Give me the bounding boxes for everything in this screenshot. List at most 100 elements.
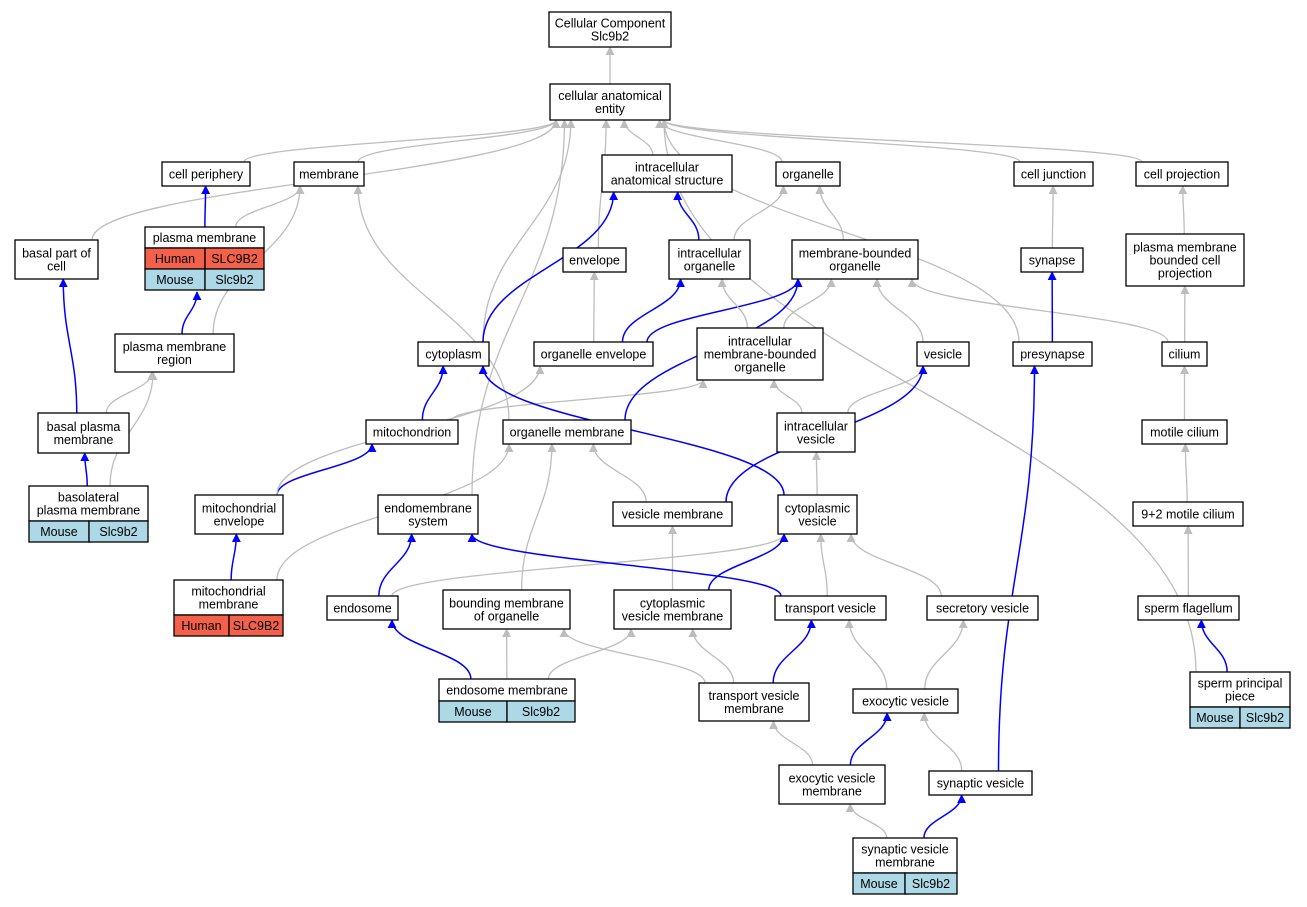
term-node-synapse[interactable]: synapse — [1020, 247, 1084, 273]
is-a-edge — [520, 443, 557, 591]
node-label-line: vesicle — [797, 433, 835, 447]
gene-label: Slc9b2 — [215, 273, 253, 287]
term-node-synaptic-vesicle[interactable]: synaptic vesicle — [928, 770, 1033, 796]
node-box — [549, 83, 671, 121]
term-node-membrane[interactable]: membrane — [293, 161, 365, 187]
species-label: Mouse — [860, 877, 898, 891]
term-node-sperm-flagellum[interactable]: sperm flagellum — [1137, 595, 1240, 621]
node-label-line: presynapse — [1020, 348, 1085, 362]
gene-cell — [204, 268, 265, 291]
term-node-secretory-vesicle[interactable]: secretory vesicle — [926, 595, 1039, 621]
term-node-presynapse[interactable]: presynapse — [1012, 341, 1093, 367]
node-box — [778, 764, 886, 805]
node-label-line: Slc9b2 — [591, 30, 629, 44]
part-of-edge — [181, 291, 202, 335]
is-a-edge — [924, 619, 968, 690]
node-box — [1020, 247, 1084, 273]
node-label-line: envelope — [214, 515, 265, 529]
term-node-vesicle[interactable]: vesicle — [916, 341, 970, 367]
is-a-edge — [1048, 185, 1058, 249]
node-label-line: sperm principal — [1198, 677, 1283, 691]
term-node-cell-projection[interactable]: cell projection — [1135, 161, 1229, 187]
term-node-transport-vesicle[interactable]: transport vesicle — [774, 595, 887, 621]
node-label-line: cytoplasmic — [785, 502, 850, 516]
node-box — [926, 595, 1039, 621]
node-box — [194, 494, 284, 535]
term-node-vesicle-membrane[interactable]: vesicle membrane — [612, 501, 733, 527]
node-label-line: cytoplasm — [425, 348, 481, 362]
is-a-edge — [815, 185, 844, 241]
is-a-edge — [659, 119, 1021, 163]
species-label: Human — [181, 619, 221, 633]
edges-layer — [58, 46, 1228, 839]
node-label-line: cell — [47, 260, 66, 274]
term-node-cell-periphery[interactable]: cell periphery — [161, 161, 251, 187]
node-label-line: vesicle membrane — [622, 508, 723, 522]
term-node-cilium[interactable]: cilium — [1161, 341, 1208, 367]
node-box — [1141, 419, 1228, 445]
is-a-edge — [816, 533, 828, 597]
node-label-line: membrane — [875, 856, 935, 870]
node-label-line: organelle — [782, 168, 833, 182]
term-node-org-membrane[interactable]: organelle membrane — [502, 419, 632, 445]
term-node-envelope[interactable]: envelope — [562, 247, 627, 273]
term-node-organelle[interactable]: organelle — [775, 161, 841, 187]
term-node-nine-two[interactable]: 9+2 motile cilium — [1132, 501, 1244, 527]
node-box — [562, 247, 627, 273]
gene-label: Slc9b2 — [522, 705, 560, 719]
node-box — [1012, 341, 1093, 367]
term-node-endosome[interactable]: endosome — [326, 595, 399, 621]
node-box — [1132, 501, 1244, 527]
is-a-edge — [357, 119, 561, 163]
part-of-edge — [482, 191, 619, 343]
is-a-edge — [919, 712, 963, 772]
node-box — [613, 589, 732, 630]
term-node-mitochondrion[interactable]: mitochondrion — [365, 419, 459, 445]
node-label-line: mitochondrial — [202, 502, 276, 516]
node-label-line: of organelle — [474, 610, 539, 624]
node-box — [502, 419, 632, 445]
term-node-cytoplasm[interactable]: cytoplasm — [417, 341, 490, 367]
term-node-exocytic-vesicle[interactable]: exocytic vesicle — [852, 688, 959, 714]
term-node-cell-junction[interactable]: cell junction — [1013, 161, 1094, 187]
is-a-edge — [769, 720, 814, 766]
species-label: Mouse — [454, 705, 492, 719]
is-a-edge — [1178, 185, 1188, 235]
node-label-line: cellular anatomical — [558, 89, 662, 103]
node-box — [852, 837, 958, 874]
part-of-edge — [387, 619, 472, 680]
node-label-line: membrane — [299, 168, 359, 182]
node-box — [326, 595, 399, 621]
node-label-line: membrane — [54, 433, 114, 447]
node-label-line: exocytic vesicle — [789, 772, 876, 786]
term-node-org-envelope[interactable]: organelle envelope — [533, 341, 654, 367]
term-node-motile-cilium[interactable]: motile cilium — [1141, 419, 1228, 445]
is-a-edge — [243, 119, 561, 163]
is-a-edge — [845, 803, 888, 839]
node-box — [916, 341, 970, 367]
